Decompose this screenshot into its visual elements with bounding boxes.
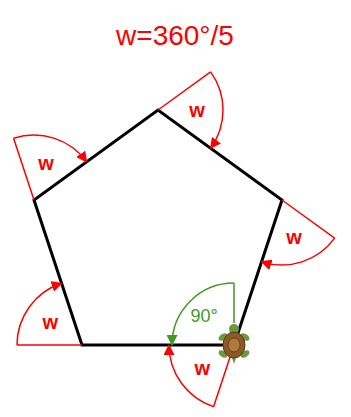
angle-label: w xyxy=(286,227,302,247)
angle-arc xyxy=(169,345,214,407)
extension-ray xyxy=(14,138,34,200)
angle-arc xyxy=(211,72,223,148)
angle-label: 90° xyxy=(190,307,217,325)
turn-arc xyxy=(172,283,234,345)
heading-line xyxy=(233,283,235,323)
turtle-icon xyxy=(217,324,251,364)
angle-label: w xyxy=(43,312,59,332)
title: w=360°/5 xyxy=(116,22,234,50)
angle-arc xyxy=(17,283,62,345)
angle-label: w xyxy=(195,358,211,378)
extension-ray xyxy=(17,344,82,346)
angle-label: w xyxy=(38,153,54,173)
pentagon xyxy=(34,110,282,345)
angle-label: w xyxy=(189,100,205,120)
